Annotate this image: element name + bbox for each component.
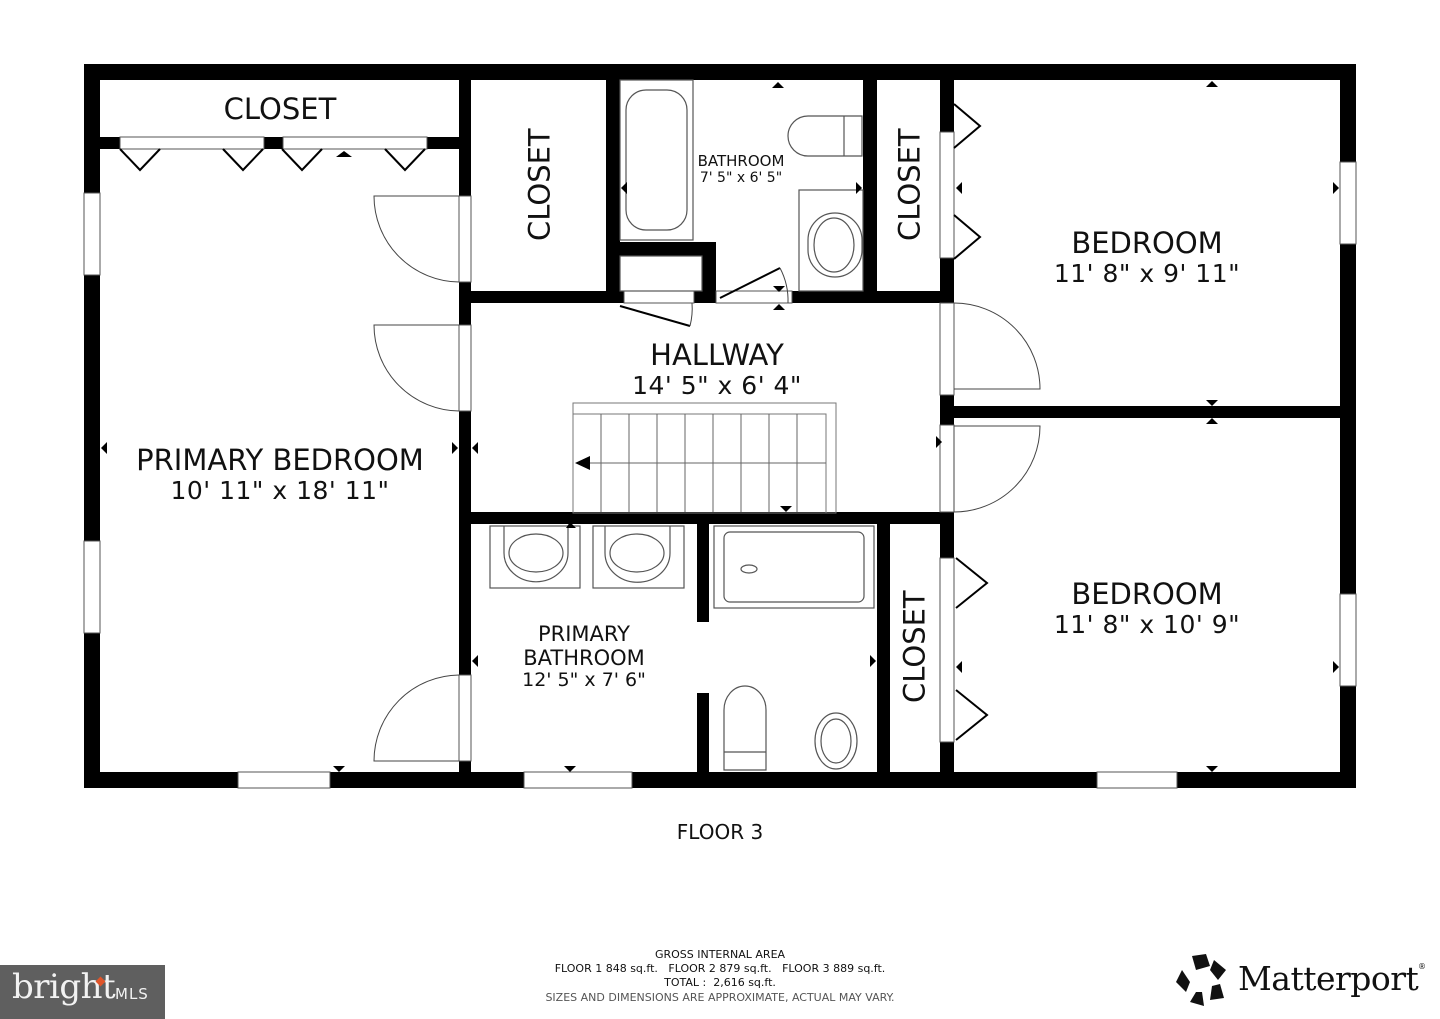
room-name: CLOSET	[223, 92, 337, 126]
matterport-mark-icon	[1176, 954, 1226, 1006]
room-label-bathroom: BATHROOM 7' 5" x 6' 5"	[681, 152, 801, 187]
area-floors: FLOOR 1 848 sq.ft. FLOOR 2 879 sq.ft. FL…	[554, 962, 886, 975]
room-label-hallway: HALLWAY 14' 5" x 6' 4"	[597, 338, 837, 401]
bright-logo-suffix: MLS	[115, 985, 149, 1003]
room-name: CLOSET	[522, 128, 557, 241]
staircase	[572, 402, 837, 514]
area-heading: GROSS INTERNAL AREA	[654, 948, 786, 961]
room-label-primary-bathroom: PRIMARY BATHROOM 12' 5" x 7' 6"	[494, 622, 674, 692]
room-name-line2: BATHROOM	[523, 646, 645, 671]
room-name: BEDROOM	[1071, 226, 1223, 260]
room-name: BATHROOM	[697, 152, 785, 170]
room-label-closet-top-right: CLOSET	[892, 115, 927, 255]
room-dimensions: 14' 5" x 6' 4"	[632, 371, 802, 401]
floor-title: FLOOR 3	[676, 820, 764, 844]
room-label-closet-top-middle: CLOSET	[522, 115, 557, 255]
openings	[83, 131, 1357, 789]
room-name: HALLWAY	[650, 338, 784, 372]
room-label-bedroom-2: BEDROOM 11' 8" x 10' 9"	[1027, 577, 1267, 640]
area-disclaimer: SIZES AND DIMENSIONS ARE APPROXIMATE, AC…	[545, 991, 895, 1004]
door-swings	[373, 195, 1041, 762]
closet-bifold-doors	[119, 103, 989, 741]
room-label-closet-bottom: CLOSET	[897, 577, 932, 717]
measure-markers	[101, 81, 1339, 772]
room-dimensions: 11' 8" x 9' 11"	[1053, 259, 1241, 289]
room-name: CLOSET	[897, 590, 932, 703]
room-name-line1: PRIMARY	[537, 622, 630, 646]
room-name: PRIMARY BEDROOM	[136, 443, 424, 477]
room-dimensions: 10' 11" x 18' 11"	[170, 476, 390, 506]
room-label-primary-bedroom: PRIMARY BEDROOM 10' 11" x 18' 11"	[110, 443, 450, 506]
registered-mark: ®	[1418, 962, 1426, 971]
room-name: CLOSET	[892, 128, 927, 241]
area-total: TOTAL : 2,616 sq.ft.	[664, 976, 776, 989]
matterport-logo: Matterport ®	[1172, 950, 1440, 1010]
room-dimensions: 7' 5" x 6' 5"	[699, 170, 783, 187]
gross-internal-area: GROSS INTERNAL AREA FLOOR 1 848 sq.ft. F…	[500, 948, 940, 1005]
matterport-logo-word: Matterport	[1238, 959, 1419, 998]
room-label-bedroom-1: BEDROOM 11' 8" x 9' 11"	[1027, 226, 1267, 289]
bright-logo-word: bright	[12, 967, 116, 1007]
room-dimensions: 12' 5" x 7' 6"	[522, 669, 646, 692]
room-label-closet-top-left: CLOSET	[180, 92, 380, 126]
room-dimensions: 11' 8" x 10' 9"	[1053, 610, 1241, 640]
fixtures	[489, 79, 875, 771]
room-name: BEDROOM	[1071, 577, 1223, 611]
bright-mls-logo: bright MLS	[0, 965, 165, 1019]
